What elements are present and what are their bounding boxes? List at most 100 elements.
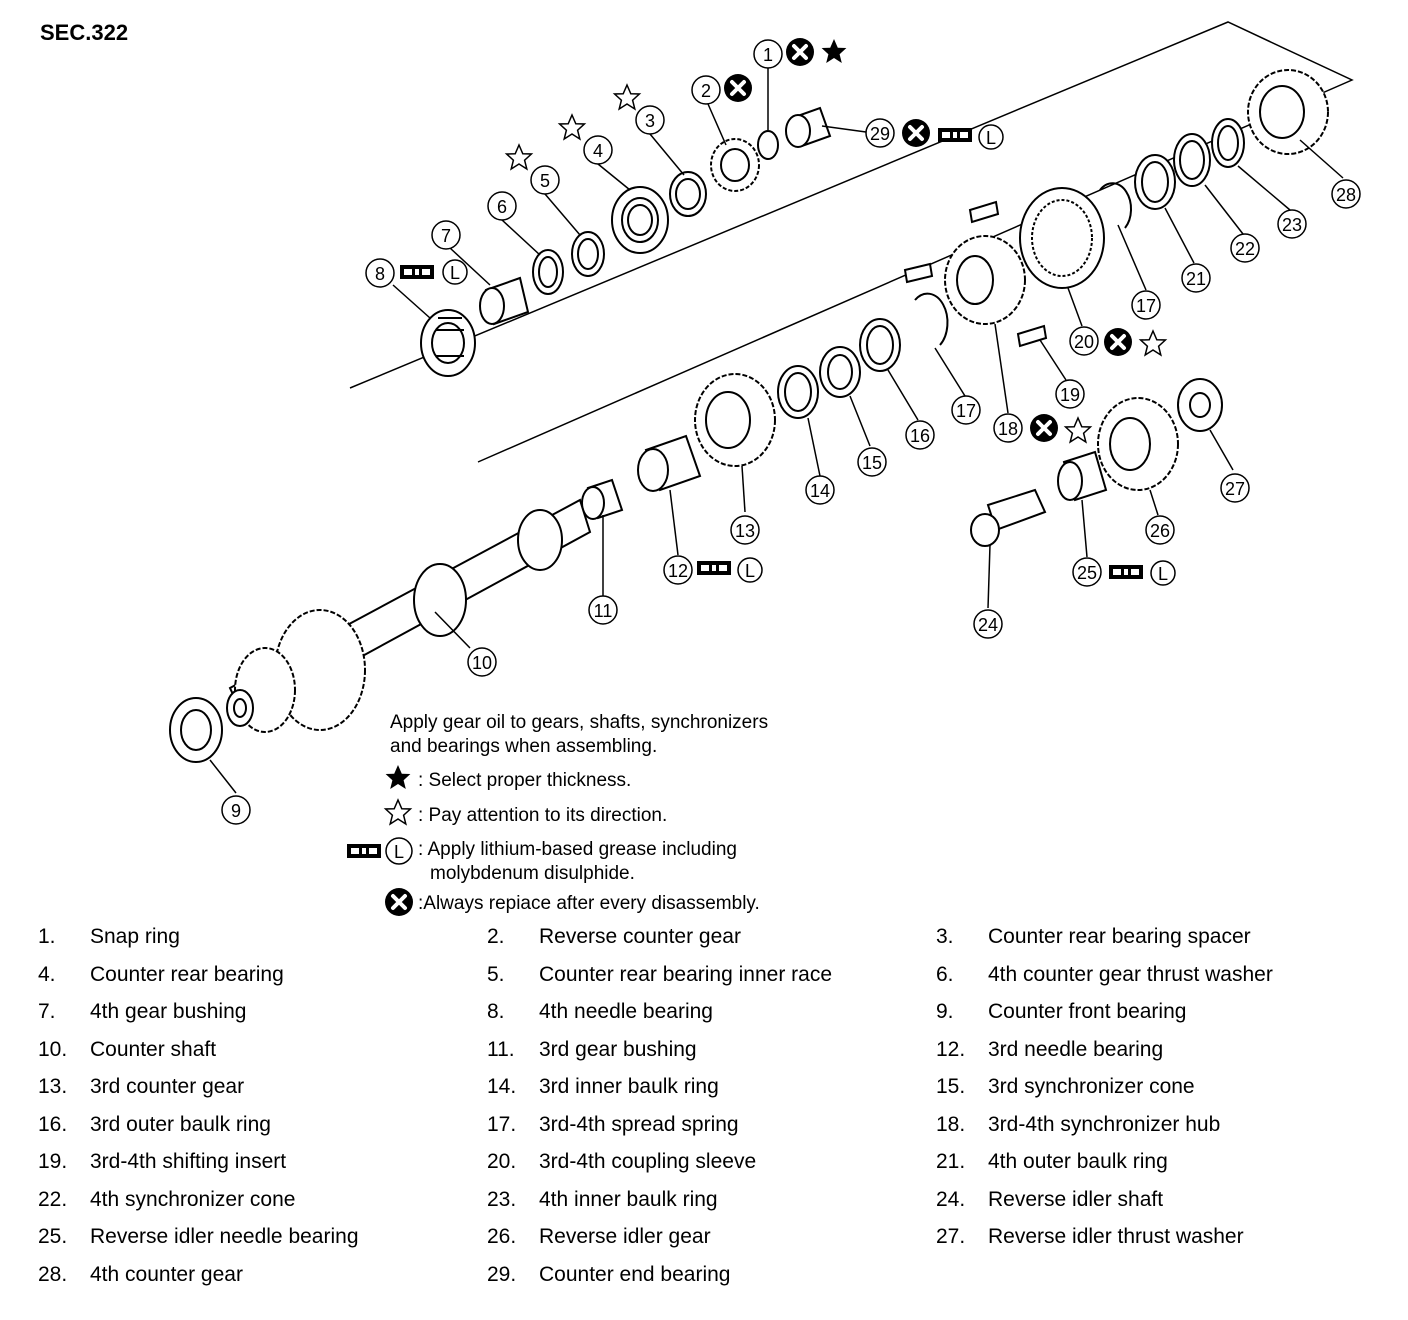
svg-text:17: 17 (1136, 296, 1156, 316)
part-19-shifting-inserts (903, 200, 1048, 348)
part-name: 3rd-4th synchronizer hub (988, 1112, 1221, 1136)
svg-text:1: 1 (763, 45, 773, 65)
part-number: 7. (38, 1000, 56, 1023)
part-number: 3. (936, 925, 954, 948)
part-name: 3rd-4th coupling sleeve (539, 1150, 757, 1173)
part-name: 3rd-4th shifting insert (90, 1150, 287, 1173)
part-9-front-bearing (169, 697, 223, 763)
svg-text:4: 4 (593, 141, 603, 161)
part-name: 3rd-4th spread spring (539, 1112, 739, 1136)
part-28-4th-counter-gear (1247, 69, 1329, 155)
part-22-synchronizer-cone (1173, 133, 1211, 187)
part-number: 28. (38, 1262, 68, 1286)
parts-list-item: 22.4th synchronizer cone (38, 1188, 295, 1212)
part-number: 21. (936, 1150, 966, 1173)
parts-list-item: 10.Counter shaft (38, 1038, 216, 1062)
legend-outline-star-icon (384, 799, 412, 825)
direction-star-icon-4 (558, 114, 586, 140)
part-number: 13. (38, 1075, 68, 1098)
callout-10: 10 (467, 647, 497, 677)
part-25-needle-bearing (1057, 450, 1108, 502)
part-12-needle-bearing (637, 434, 702, 492)
section-label: SEC.322 (40, 20, 128, 45)
part-number: 6. (936, 962, 954, 986)
svg-text:9: 9 (231, 801, 241, 821)
part-name: Counter rear bearing inner race (539, 962, 832, 986)
part-27-thrust-washer (1177, 378, 1223, 432)
parts-list-item: 27.Reverse idler thrust washer (936, 1225, 1244, 1249)
exploded-view-diagram: SEC.322 (40, 20, 1361, 918)
part-name: Reverse idler shaft (988, 1187, 1164, 1211)
part-name: 4th gear bushing (90, 1000, 247, 1023)
part-23-inner-baulk-ring (1211, 118, 1245, 168)
svg-text:19: 19 (1060, 385, 1080, 405)
part-name: 4th inner baulk ring (539, 1187, 718, 1211)
svg-text:11: 11 (594, 601, 613, 621)
part-name: Reverse idler thrust washer (988, 1225, 1244, 1248)
part-29-end-bearing (785, 106, 832, 148)
callout-1: 1 (753, 39, 783, 69)
part-number: 12. (936, 1037, 966, 1061)
svg-text:24: 24 (978, 615, 998, 635)
part-number: 10. (38, 1037, 68, 1061)
part-26-reverse-idler-gear (1097, 397, 1179, 491)
parts-list-item: 9.Counter front bearing (936, 1000, 1186, 1024)
part-name: Snap ring (90, 925, 180, 948)
part-number: 1. (38, 925, 56, 948)
svg-text:21: 21 (1186, 269, 1206, 289)
callout-21: 21 (1181, 263, 1211, 293)
legend-grease-icon (347, 844, 381, 858)
part-7-gear-bushing (479, 276, 530, 326)
legend-grease-text-1: : Apply lithium-based grease including (418, 839, 737, 860)
legend-replace-icon (383, 886, 415, 918)
svg-text:3: 3 (645, 111, 655, 131)
parts-list-item: 5.Counter rear bearing inner race (487, 963, 832, 987)
svg-text:7: 7 (441, 226, 451, 246)
callout-15: 15 (857, 447, 887, 477)
part-number: 29. (487, 1262, 517, 1286)
callout-13: 13 (730, 515, 760, 545)
legend-filled-star-icon (385, 765, 411, 789)
parts-list-item: 8.4th needle bearing (487, 1000, 713, 1024)
parts-list-row: 25.Reverse idler needle bearing 26.Revers… (0, 1225, 1408, 1262)
part-8-needle-bearing (420, 309, 476, 377)
callout-27: 27 (1220, 473, 1250, 503)
parts-list-item: 7. 4th gear bushing (38, 1000, 246, 1024)
callout-7: 7 (431, 220, 461, 250)
part-number: 15. (936, 1075, 966, 1098)
part-21-outer-baulk-ring (1134, 154, 1176, 210)
parts-list-item: 6.4th counter gear thrust washer (936, 963, 1273, 987)
part-16-outer-baulk-ring (859, 318, 901, 372)
svg-text:25: 25 (1077, 563, 1097, 583)
part-name: Reverse idler needle bearing (90, 1225, 359, 1248)
direction-star-icon-5 (505, 144, 533, 170)
callout-18: 18 (993, 413, 1023, 443)
part-name: 3rd gear bushing (539, 1037, 697, 1061)
part-3-bearing-spacer (669, 171, 707, 217)
part-15-synchronizer-cone (819, 346, 861, 398)
part-name: Counter rear bearing spacer (988, 925, 1251, 948)
svg-text:23: 23 (1282, 215, 1302, 235)
legend-replace-text: :Always repiace after every disassembly. (418, 893, 760, 914)
svg-text:L: L (745, 561, 755, 581)
callout-20: 20 (1069, 326, 1099, 356)
part-11-gear-bushing (581, 478, 624, 520)
part-number: 9. (936, 1000, 954, 1023)
svg-text:28: 28 (1336, 185, 1356, 205)
part-name: 3rd inner baulk ring (539, 1075, 719, 1098)
parts-list-item: 26.Reverse idler gear (487, 1225, 711, 1249)
part-number: 24. (936, 1187, 966, 1211)
replace-icon-2 (722, 72, 754, 104)
parts-list-row: 7. 4th gear bushing 8.4th needle bearing 9.… (0, 1000, 1408, 1037)
svg-text:14: 14 (810, 481, 830, 501)
part-number: 4. (38, 962, 56, 986)
callout-25: 25 (1072, 557, 1102, 587)
parts-list-item: 14.3rd inner baulk ring (487, 1075, 719, 1099)
parts-list-item: 25.Reverse idler needle bearing (38, 1225, 359, 1249)
